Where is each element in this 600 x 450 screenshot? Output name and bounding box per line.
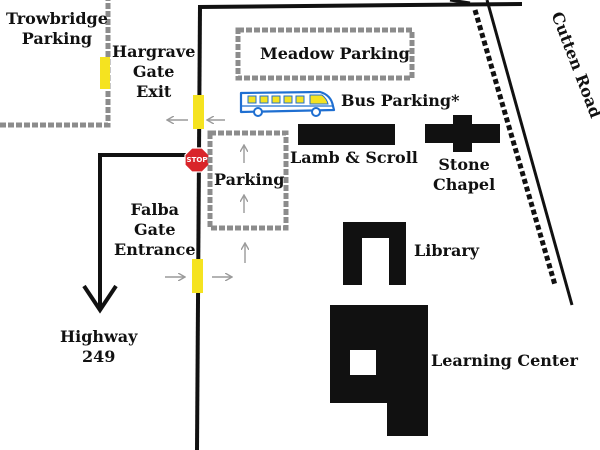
trowbridge-gate [100, 57, 110, 89]
stone-chapel-label-line1: Stone [438, 155, 490, 174]
library-label: Library [414, 241, 480, 260]
main-road [195, 4, 202, 450]
highway-road [98, 153, 197, 310]
bus-parking-label: Bus Parking* [341, 91, 460, 110]
top-road [197, 2, 523, 9]
falba-label-line2: Gate [133, 220, 176, 239]
lamb-scroll-label: Lamb & Scroll [290, 148, 418, 167]
highway-arrowhead [82, 284, 118, 314]
parking-label: Parking [214, 170, 285, 189]
top-road-end [449, 0, 471, 5]
cutten-road-solid-edge [485, 0, 574, 306]
trowbridge-label-line1: Trowbridge [6, 9, 108, 28]
meadow-parking-lot [235, 27, 415, 81]
hargrave-gate [193, 95, 204, 129]
highway-label-line2: 249 [82, 347, 116, 366]
trowbridge-label-line2: Parking [21, 29, 93, 48]
stone-chapel-label-line2: Chapel [433, 175, 496, 194]
hargrave-label-line2: Gate [132, 62, 175, 81]
learning-center-building [330, 305, 428, 436]
hargrave-label-line1: Hargrave [112, 42, 196, 61]
stop-sign-text: STOP [186, 156, 208, 164]
falba-gate-label: Falba Gate Entrance [114, 200, 196, 260]
small-parking-lot [207, 130, 289, 231]
falba-gate [192, 259, 203, 293]
falba-label-line1: Falba [130, 200, 180, 219]
hargrave-gate-label: Hargrave Gate Exit [112, 42, 195, 102]
trowbridge-parking-lot [0, 0, 111, 128]
falba-label-line3: Entrance [114, 240, 196, 259]
highway-label-line1: Highway [60, 327, 138, 346]
lamb-scroll-building [298, 124, 395, 145]
cutten-road-dashed-edge [472, 9, 558, 286]
bus-icon [239, 90, 336, 117]
stone-chapel-building [425, 115, 500, 152]
meadow-parking-label: Meadow Parking [260, 44, 410, 63]
trowbridge-parking-label: Trowbridge Parking [6, 9, 108, 49]
stop-sign-icon [184, 147, 210, 173]
highway-label: Highway 249 [60, 327, 137, 367]
hargrave-label-line3: Exit [136, 82, 172, 101]
library-building [343, 222, 406, 285]
stone-chapel-label: Stone Chapel [433, 155, 495, 195]
learning-center-label: Learning Center [431, 351, 578, 370]
